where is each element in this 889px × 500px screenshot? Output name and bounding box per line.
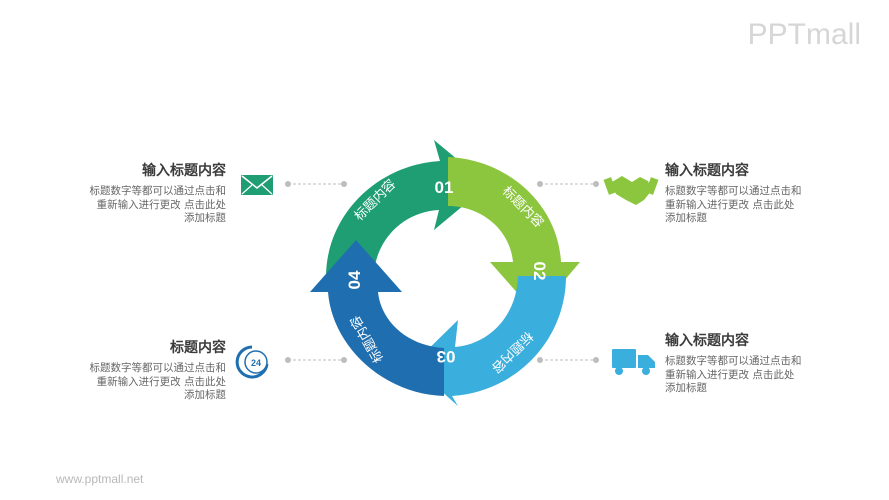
connector-dot <box>285 357 291 363</box>
connector-dot <box>341 357 347 363</box>
handshake-icon <box>603 176 659 205</box>
cycle-segment-02 <box>448 157 580 314</box>
phone-24h-icon: 24 <box>235 345 269 379</box>
truck-icon <box>612 349 655 375</box>
pptmall-logo: PPTmall <box>747 18 861 51</box>
connector-dot <box>285 181 291 187</box>
segment-number-01: 01 <box>435 178 454 197</box>
item-bottom-left: 标题内容 标题数字等都可以通过点击和 重新输入进行更改 点击此处 添加标题 <box>60 337 227 403</box>
item-description: 标题数字等都可以通过点击和 重新输入进行更改 点击此处 添加标题 <box>665 185 802 224</box>
item-title: 输入标题内容 <box>665 333 749 349</box>
item-top-left: 输入标题内容 标题数字等都可以通过点击和 重新输入进行更改 点击此处 添加标题 <box>60 160 227 226</box>
footer-url: www.pptmall.net <box>56 472 144 486</box>
item-title: 输入标题内容 <box>142 163 226 179</box>
cycle-segment-04 <box>310 240 444 396</box>
item-description: 标题数字等都可以通过点击和 重新输入进行更改 点击此处 添加标题 <box>89 362 227 401</box>
item-description: 标题数字等都可以通过点击和 重新输入进行更改 点击此处 添加标题 <box>665 355 802 394</box>
segment-number-02: 02 <box>530 262 549 281</box>
item-title: 标题内容 <box>170 340 226 356</box>
segment-number-03: 03 <box>437 347 456 366</box>
item-top-right: 输入标题内容 标题数字等都可以通过点击和 重新输入进行更改 点击此处 添加标题 <box>665 160 865 226</box>
item-bottom-right: 输入标题内容 标题数字等都可以通过点击和 重新输入进行更改 点击此处 添加标题 <box>665 330 865 396</box>
connector-dot <box>593 181 599 187</box>
item-description: 标题数字等都可以通过点击和 重新输入进行更改 点击此处 添加标题 <box>89 185 227 224</box>
segment-number-04: 04 <box>345 270 364 289</box>
connector-dot <box>537 181 543 187</box>
connector-dot <box>593 357 599 363</box>
connector-dot <box>341 181 347 187</box>
connector-dot <box>537 357 543 363</box>
svg-text:24: 24 <box>251 358 261 368</box>
item-title: 输入标题内容 <box>665 163 749 179</box>
cycle-segment-01 <box>326 140 488 289</box>
cycle-segment-03 <box>412 276 566 406</box>
envelope-icon <box>241 175 273 195</box>
